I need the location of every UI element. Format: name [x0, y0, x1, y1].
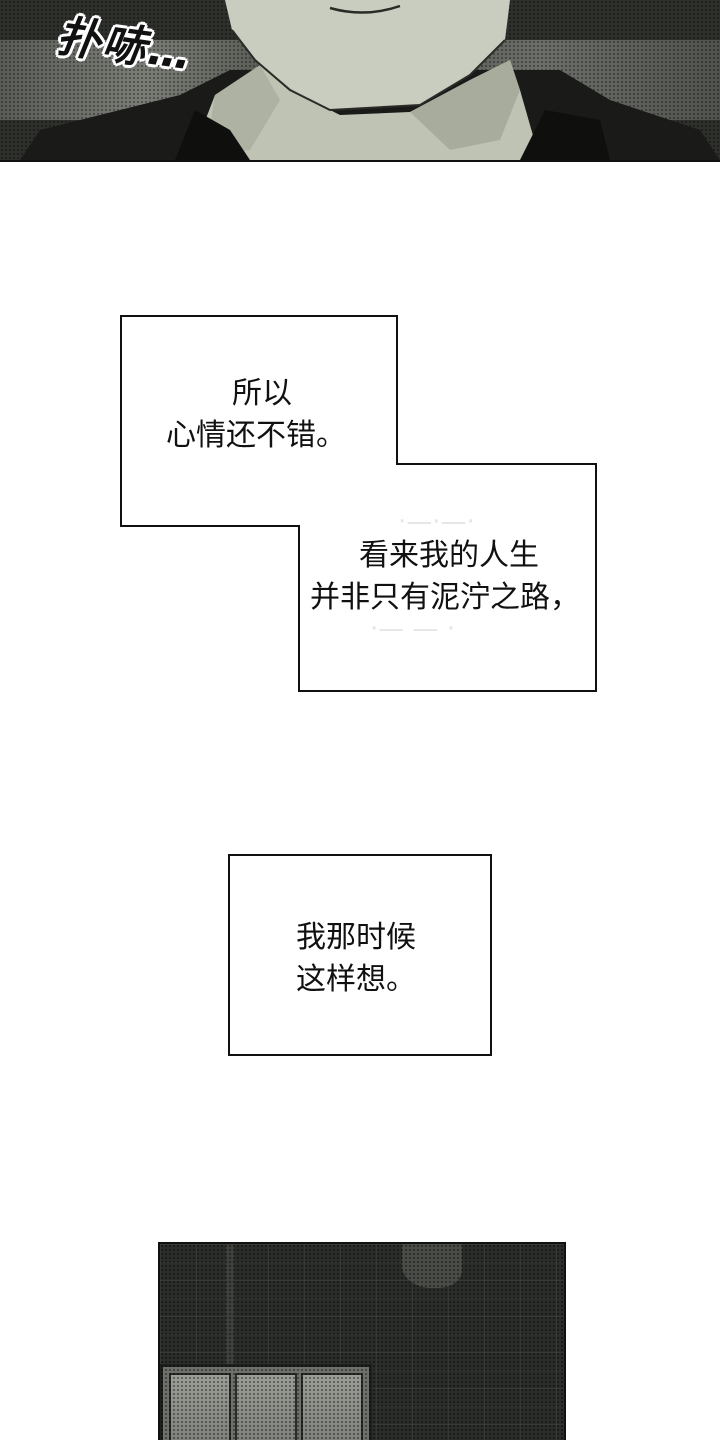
- narration-box3-line1: 我那时候: [296, 920, 416, 955]
- bleed-through-text: ·— — ·: [370, 614, 456, 644]
- halftone-overlay: [160, 1244, 564, 1440]
- window-frame: [160, 1364, 372, 1440]
- narration-box-stepped: [120, 315, 597, 692]
- wall-pipe: [226, 1244, 234, 1374]
- character-neck-figure: [20, 0, 720, 160]
- wall-stain: [402, 1244, 462, 1288]
- bleed-through-text: ·—·—·: [398, 507, 475, 537]
- window-pane: [235, 1373, 297, 1440]
- narration-box1-line1: 所以: [232, 376, 292, 411]
- window-pane: [301, 1373, 363, 1440]
- narration-box2-line1: 看来我的人生: [359, 538, 539, 573]
- narration-box3-line2: 这样想。: [296, 962, 416, 997]
- narration-box1-line2: 心情还不错。: [166, 418, 346, 453]
- comic-panel-bottom: [158, 1242, 566, 1440]
- window-pane: [169, 1373, 231, 1440]
- narration-box2-line2: 并非只有泥泞之路，: [310, 580, 580, 615]
- narration-box-3: [228, 854, 492, 1056]
- comic-panel-top: 扑哧…: [0, 0, 720, 162]
